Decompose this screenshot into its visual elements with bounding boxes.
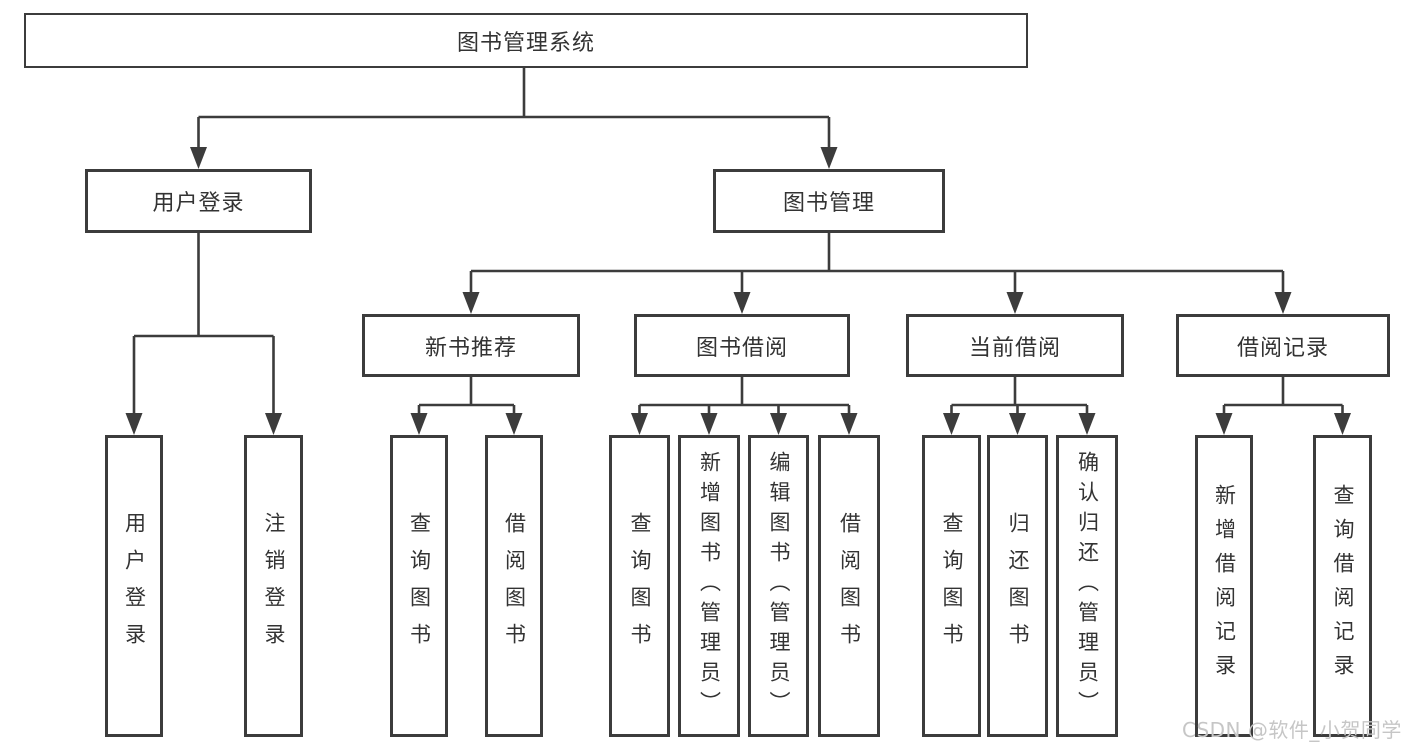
csdn-watermark: CSDN @软件_小贺同学	[1182, 718, 1402, 742]
leaf-label: 新增图书（管理员）	[697, 451, 722, 721]
arrowhead-down	[733, 292, 751, 314]
leaf-return-books: 归还图书	[987, 435, 1048, 737]
connector-root-children	[190, 68, 838, 169]
leaf-borrow-books: 借阅图书	[485, 435, 543, 737]
node-book-management: 图书管理	[713, 169, 945, 233]
leaf-edit-books-admin: 编辑图书（管理员）	[748, 435, 809, 737]
connector-borrow-record-children	[1215, 377, 1351, 435]
arrowhead-down	[505, 413, 523, 435]
arrowhead-down	[631, 413, 648, 435]
arrowhead-down	[1009, 413, 1026, 435]
leaf-label: 用户登录	[122, 512, 147, 660]
node-label: 借阅记录	[1236, 335, 1329, 361]
node-label: 用户登录	[152, 191, 245, 216]
connector-new-book-rec-children	[410, 377, 523, 435]
node-label: 图书管理系统	[456, 30, 595, 56]
node-book-borrow: 图书借阅	[634, 314, 850, 377]
arrowhead-down	[820, 147, 838, 169]
connector-current-borrow-children	[943, 377, 1096, 435]
leaf-add-books-admin: 新增图书（管理员）	[678, 435, 740, 737]
node-borrow-record: 借阅记录	[1176, 314, 1390, 377]
leaf-label: 归还图书	[1006, 512, 1030, 660]
leaf-label: 查询图书	[407, 512, 432, 660]
arrowhead-down	[190, 147, 207, 169]
arrowhead-down	[1215, 413, 1233, 435]
leaf-confirm-return-admin: 确认归还（管理员）	[1056, 435, 1118, 737]
leaf-add-borrow-record: 新增借阅记录	[1195, 435, 1253, 737]
leaf-query-books: 查询图书	[609, 435, 670, 737]
arrowhead-down	[125, 413, 143, 435]
leaf-label: 编辑图书（管理员）	[767, 451, 791, 721]
node-label: 当前借阅	[968, 335, 1061, 361]
leaf-label: 查询图书	[628, 512, 652, 660]
arrowhead-down	[700, 413, 718, 435]
leaf-label: 借阅图书	[837, 512, 862, 660]
node-label: 图书管理	[782, 191, 875, 216]
leaf-query-borrow-record: 查询借阅记录	[1313, 435, 1372, 737]
arrowhead-down	[265, 413, 282, 435]
leaf-query-books: 查询图书	[922, 435, 981, 737]
leaf-logout: 注销登录	[244, 435, 303, 737]
arrowhead-down	[410, 413, 428, 435]
node-current-borrow: 当前借阅	[906, 314, 1124, 377]
node-library-system: 图书管理系统	[24, 13, 1028, 68]
leaf-label: 查询借阅记录	[1331, 484, 1355, 688]
leaf-label: 注销登录	[262, 512, 286, 660]
node-user-login: 用户登录	[85, 169, 312, 233]
leaf-label: 新增借阅记录	[1212, 484, 1237, 688]
connector-user-login-children	[125, 233, 282, 435]
arrowhead-down	[1006, 292, 1024, 314]
leaf-user-login: 用户登录	[105, 435, 163, 737]
leaf-borrow-books: 借阅图书	[818, 435, 880, 737]
arrowhead-down	[1334, 413, 1351, 435]
leaf-label: 查询图书	[940, 512, 964, 660]
node-label: 图书借阅	[695, 335, 788, 361]
connector-book-borrow-children	[631, 377, 858, 435]
arrowhead-down	[770, 413, 787, 435]
leaf-label: 确认归还（管理员）	[1075, 451, 1100, 721]
arrowhead-down	[943, 413, 960, 435]
node-new-book-recommend: 新书推荐	[362, 314, 580, 377]
leaf-label: 借阅图书	[502, 512, 527, 660]
node-label: 新书推荐	[424, 335, 517, 361]
leaf-query-books: 查询图书	[390, 435, 448, 737]
arrowhead-down	[1274, 292, 1292, 314]
arrowhead-down	[462, 292, 480, 314]
arrowhead-down	[1078, 413, 1096, 435]
arrowhead-down	[840, 413, 858, 435]
connector-book-mgmt-children	[462, 233, 1292, 314]
